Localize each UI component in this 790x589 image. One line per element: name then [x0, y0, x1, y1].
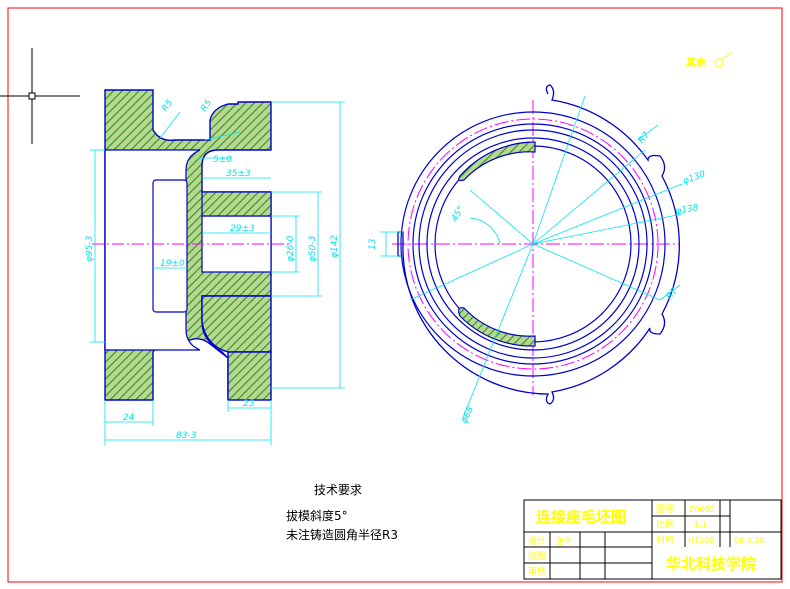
dim-dia138: φ138 — [675, 203, 700, 217]
title-block-designer: 张平 — [556, 537, 572, 546]
technical-notes: 技术要求 拔模斜度5° 未注铸造圆角半径R3 — [286, 483, 398, 542]
title-block-material: HT200 — [688, 536, 714, 545]
dim-5: 5±0 — [213, 155, 232, 165]
roughness-note: 其余 — [686, 51, 733, 69]
title-block: 连接座毛坯图 图号 Z0602 比例 1:1 材料 HT200 09.4.20 … — [523, 499, 782, 580]
front-slot-top — [458, 141, 536, 182]
crosshair-cursor — [0, 48, 80, 144]
dim-angle45: 45° — [450, 205, 467, 224]
title-block-date: 09.4.20 — [734, 536, 765, 545]
notes-heading: 技术要求 — [314, 483, 362, 497]
dim-r5-a: R5 — [160, 98, 175, 114]
front-slot-bottom — [458, 307, 536, 347]
notes-line-1: 拔模斜度5° — [286, 508, 348, 523]
dim-dia95: φ95-3 — [85, 235, 95, 262]
dim-29: 29±3 — [230, 224, 255, 234]
front-ring-130 — [412, 123, 654, 365]
dim-r7-top: R7 — [637, 130, 653, 146]
title-block-drawn-label: 描图 — [528, 550, 546, 562]
section-slot — [152, 179, 188, 313]
title-block-designed-label: 设计 — [528, 535, 546, 547]
front-ring-inner-a — [418, 129, 648, 359]
notes-line-2: 未注铸造圆角半径R3 — [286, 527, 398, 542]
title-block-scale-label: 比例 — [656, 518, 674, 530]
title-block-scale: 1:1 — [694, 520, 707, 529]
title-block-drawing-no-label: 图号 — [656, 504, 674, 515]
drawing-border — [7, 7, 783, 583]
dim-13: 13 — [368, 238, 378, 250]
dim-19: 19±0 — [160, 259, 185, 269]
title-block-school: 华北科技学院 — [666, 555, 756, 573]
dim-35: 35±3 — [226, 169, 251, 179]
dim-r5-b: R5 — [199, 98, 214, 114]
dim-dia68: φ68 — [460, 405, 477, 425]
title-block-material-label: 材料 — [656, 534, 674, 546]
front-view: R7 R7 φ130 φ138 45° 13 φ68 — [368, 84, 707, 425]
dim-r7-bottom: R7 — [665, 286, 681, 302]
section-view: R5 R5 5±0 35±3 29±3 19±0 φ95-3 φ26-0 φ50… — [85, 89, 345, 445]
dim-dia142: φ142 — [330, 235, 340, 258]
dim-24: 24 — [123, 413, 135, 423]
dim-dia130: φ130 — [682, 169, 707, 186]
title-block-checked-label: 审核 — [528, 565, 546, 577]
front-outer-profile — [397, 84, 680, 405]
dim-23: 23 — [243, 399, 255, 409]
section-hatch-lower — [201, 295, 272, 353]
dim-83: 83-3 — [176, 431, 197, 441]
front-ring-inner-b — [426, 137, 640, 351]
dim-dia50: φ50-3 — [308, 235, 318, 262]
section-hatch-upper — [201, 191, 272, 217]
section-hatch-foot — [227, 351, 272, 401]
roughness-note-text: 其余 — [686, 56, 707, 69]
title-block-drawing-no: Z0602 — [689, 505, 715, 514]
title-block-title: 连接座毛坯图 — [536, 508, 626, 526]
front-ring-138 — [400, 111, 666, 377]
dim-dia26: φ26-0 — [286, 235, 296, 262]
